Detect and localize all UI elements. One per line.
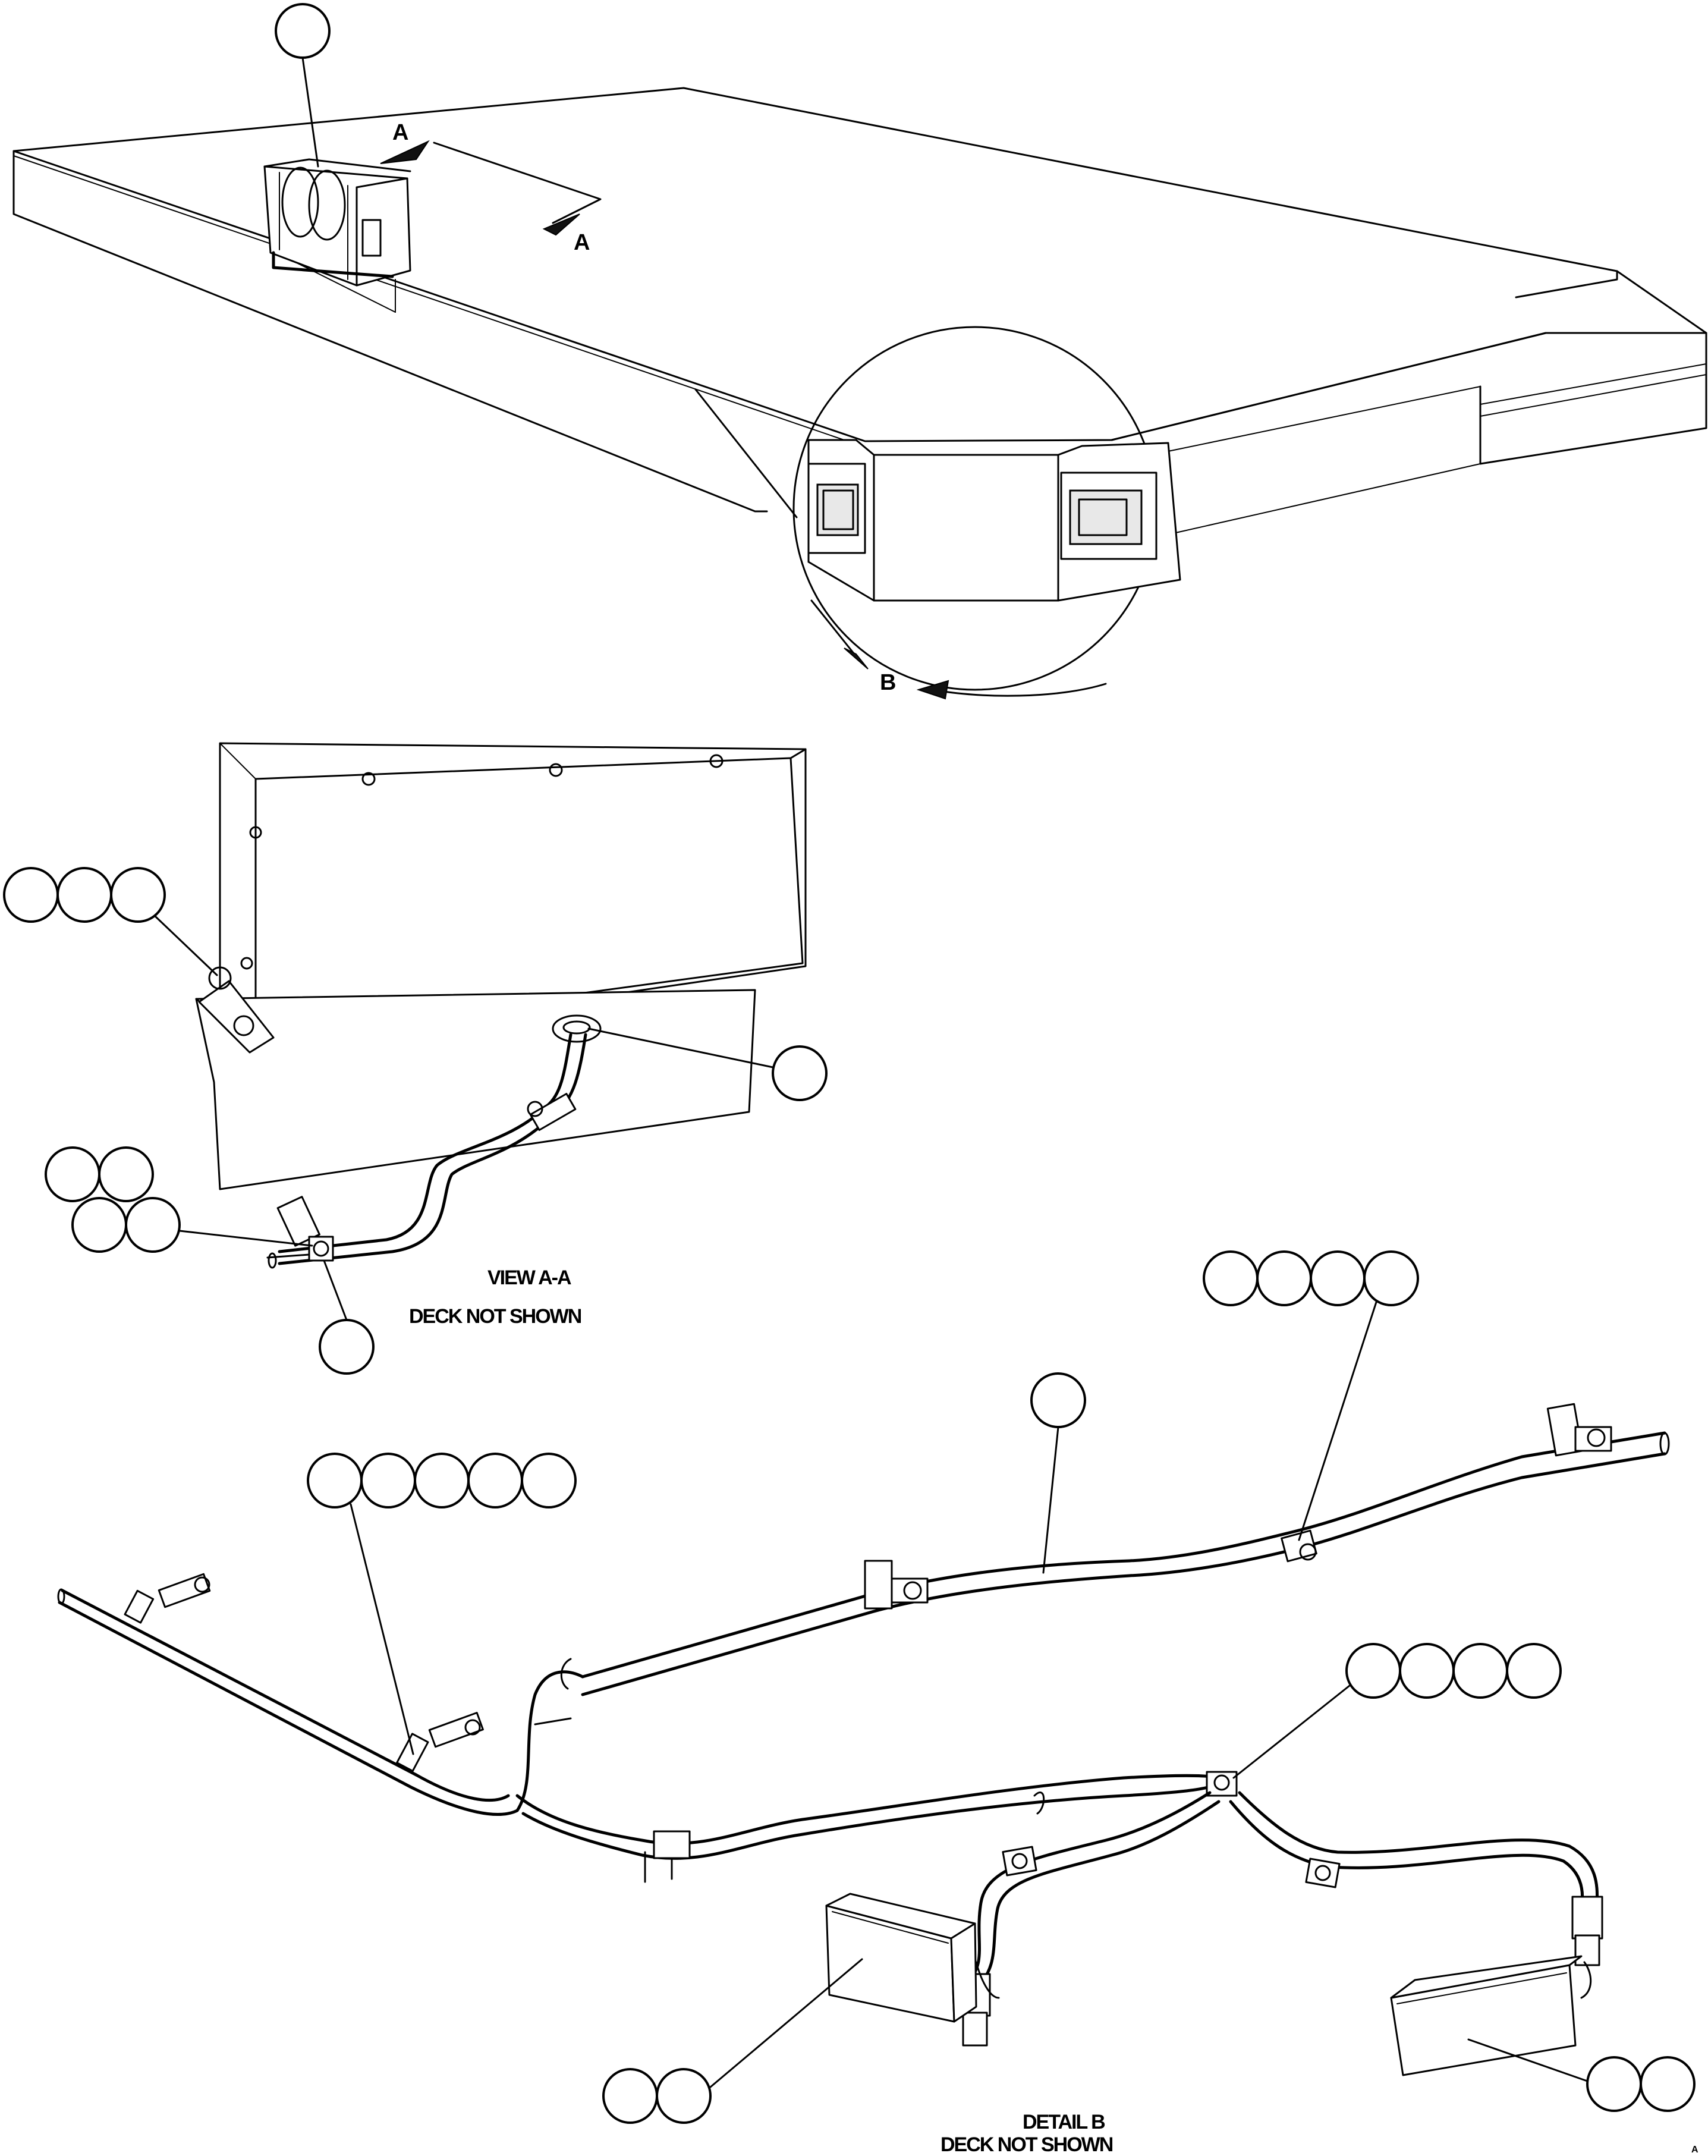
item-balloon-top xyxy=(275,3,331,168)
section-letter-lower: A xyxy=(574,230,590,255)
control-box xyxy=(263,158,411,313)
detail-b-title: DETAIL B xyxy=(1023,2111,1105,2133)
detail-b-harness xyxy=(57,1403,1670,2076)
sheet-code: A xyxy=(1691,2145,1698,2155)
detail-circle-b: B xyxy=(792,326,1181,700)
section-arrows-a: A A xyxy=(380,120,602,255)
section-letter-upper: A xyxy=(392,120,408,145)
detail-b-note: DECK NOT SHOWN xyxy=(940,2133,1113,2156)
detail-b-balloons: DETAIL B DECK NOT SHOWN A xyxy=(307,1250,1698,2156)
detail-letter-b: B xyxy=(880,670,896,695)
view-a-a xyxy=(195,742,807,1269)
deck-platform xyxy=(12,87,1707,536)
view-a-balloons: VIEW A-A DECK NOT SHOWN xyxy=(3,867,828,1375)
view-a-title: VIEW A-A xyxy=(487,1266,571,1289)
view-a-note: DECK NOT SHOWN xyxy=(409,1305,581,1328)
